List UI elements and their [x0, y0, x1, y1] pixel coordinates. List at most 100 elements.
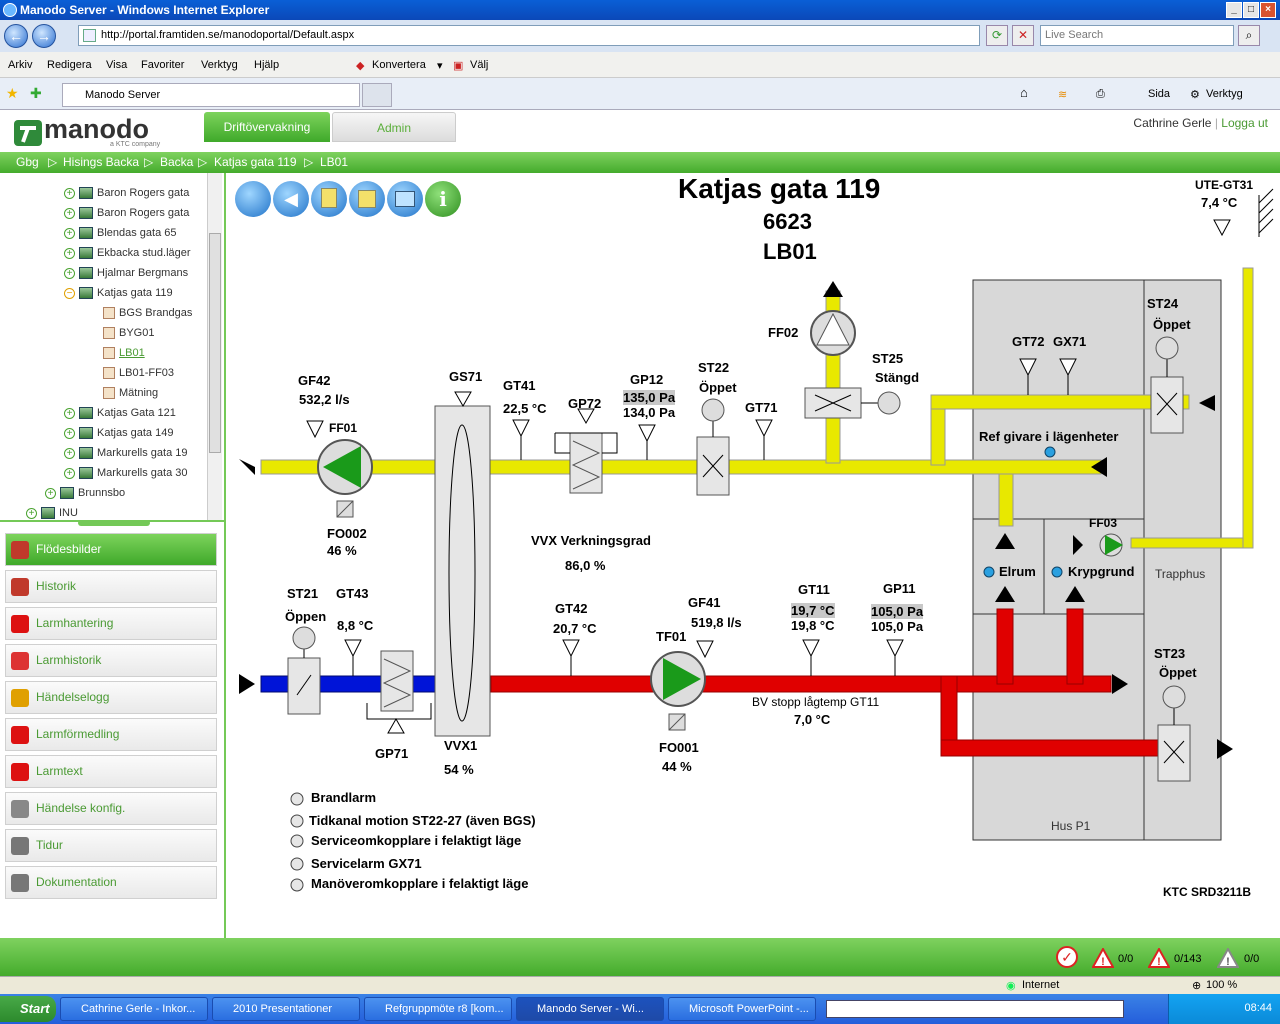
side-nav-tidur[interactable]: Tidur [5, 829, 217, 862]
search-icon[interactable]: ⌕ [1238, 25, 1260, 46]
favorites-star-icon[interactable]: ★ [6, 85, 19, 101]
side-nav-h-ndelselogg[interactable]: Händelselogg [5, 681, 217, 714]
home-icon[interactable]: ⌂ [1020, 85, 1028, 100]
notes-icon[interactable] [349, 181, 385, 217]
side-nav-fl-desbilder[interactable]: Flödesbilder [5, 533, 217, 566]
alarm-a-icon[interactable]: ! [1092, 948, 1114, 968]
breadcrumb-hisings-backa[interactable]: Hisings Backa [63, 155, 140, 169]
breadcrumb-gbg[interactable]: Gbg [16, 155, 39, 169]
expand-icon[interactable]: + [64, 187, 75, 199]
nav-admin[interactable]: Admin [332, 112, 456, 142]
menu-visa[interactable]: Visa [106, 59, 128, 71]
minimize-button[interactable]: _ [1226, 2, 1242, 18]
expand-icon[interactable]: + [64, 247, 75, 259]
valj-button[interactable]: Välj [470, 59, 489, 71]
new-tab-button[interactable] [362, 83, 392, 107]
alarm-c-icon[interactable]: ! [1217, 948, 1239, 968]
expand-icon[interactable]: + [64, 467, 75, 479]
side-nav-dokumentation[interactable]: Dokumentation [5, 866, 217, 899]
tree-item[interactable]: +Baron Rogers gata [64, 185, 189, 201]
close-button[interactable]: × [1260, 2, 1276, 18]
gp11-setpoint[interactable]: 105,0 Pa [871, 604, 924, 619]
verktyg-menu[interactable]: Verktyg [1206, 88, 1243, 100]
side-nav-h-ndelse-konfig-[interactable]: Händelse konfig. [5, 792, 217, 825]
chevron-down-icon[interactable]: ▾ [437, 60, 443, 72]
tree-item[interactable]: LB01 [103, 345, 145, 361]
browser-tab-manodo[interactable]: Manodo Server [62, 83, 360, 107]
search-input[interactable]: Live Search [1040, 25, 1234, 46]
zoom-level[interactable]: 100 % [1206, 979, 1238, 991]
task-powerpoint[interactable]: Microsoft PowerPoint -... [668, 997, 816, 1021]
sidebar-splitter[interactable] [224, 173, 231, 938]
side-nav-larmhistorik[interactable]: Larmhistorik [5, 644, 217, 677]
menu-redigera[interactable]: Redigera [47, 59, 92, 71]
tree-item[interactable]: BYG01 [103, 325, 154, 341]
menu-arkiv[interactable]: Arkiv [8, 59, 33, 71]
alarm-b-icon[interactable]: ! [1148, 948, 1170, 968]
expand-icon[interactable]: + [64, 227, 75, 239]
menu-hjalp[interactable]: Hjälp [254, 59, 280, 71]
gp12-setpoint[interactable]: 135,0 Pa [623, 390, 676, 405]
side-nav-larmtext[interactable]: Larmtext [5, 755, 217, 788]
tree-item[interactable]: LB01-FF03 [103, 365, 174, 381]
task-manodo-server[interactable]: Manodo Server - Wi... [516, 997, 664, 1021]
tree-item[interactable]: +Blendas gata 65 [64, 225, 177, 241]
tree-splitter[interactable] [0, 520, 224, 530]
konvertera-button[interactable]: Konvertera [372, 59, 426, 71]
tree-item[interactable]: +Hjalmar Bergmans [64, 265, 188, 281]
menu-favoriter[interactable]: Favoriter [141, 59, 185, 71]
expand-icon[interactable]: + [26, 507, 37, 519]
acknowledge-icon[interactable]: ✓ [1056, 946, 1078, 968]
logout-link[interactable]: Logga ut [1221, 116, 1268, 130]
expand-icon[interactable]: + [45, 487, 56, 499]
task-refgruppmote[interactable]: Refgruppmöte r8 [kom... [364, 997, 512, 1021]
breadcrumb-katjas-gata[interactable]: Katjas gata 119 [214, 155, 297, 169]
expand-icon[interactable]: + [64, 447, 75, 459]
add-favorite-icon[interactable]: ✚ [30, 85, 42, 101]
tree-item[interactable]: +Katjas gata 149 [64, 425, 173, 441]
breadcrumb-lb01[interactable]: LB01 [320, 155, 349, 169]
task-cathrine-gerle[interactable]: Cathrine Gerle - Inkor... [60, 997, 208, 1021]
stop-button[interactable]: ✕ [1012, 25, 1034, 46]
tree-item[interactable]: +Markurells gata 19 [64, 445, 188, 461]
expand-icon[interactable]: + [64, 267, 75, 279]
back-button[interactable]: ← [4, 24, 28, 48]
expand-icon[interactable]: + [64, 407, 75, 419]
back-arrow-icon[interactable]: ◀ [273, 181, 309, 217]
sida-menu[interactable]: Sida [1148, 88, 1171, 100]
tree-item[interactable]: −Katjas gata 119 [64, 285, 173, 301]
tree-item[interactable]: +Ekbacka stud.läger [64, 245, 191, 261]
start-button[interactable]: Start [0, 996, 56, 1022]
edit-note-icon[interactable] [311, 181, 347, 217]
expand-icon[interactable]: + [64, 207, 75, 219]
tree-item[interactable]: Mätning [103, 385, 158, 401]
scrollbar-thumb[interactable] [209, 233, 221, 453]
expand-icon[interactable]: + [64, 427, 75, 439]
tree-item[interactable]: +Baron Rogers gata [64, 205, 189, 221]
print-icon[interactable]: ⎙ [1096, 88, 1105, 100]
tree-item[interactable]: +Katjas Gata 121 [64, 405, 176, 421]
collapse-icon[interactable]: − [64, 287, 75, 299]
breadcrumb-backa[interactable]: Backa [160, 155, 194, 169]
tree-item[interactable]: +Markurells gata 30 [64, 465, 188, 481]
refresh-button[interactable]: ⟳ [986, 25, 1008, 46]
info-icon[interactable]: i [425, 181, 461, 217]
gt11-setpoint[interactable]: 19,7 °C [791, 603, 835, 618]
tree-item[interactable]: +Brunnsbo [45, 485, 125, 501]
tree-item[interactable]: BGS Brandgas [103, 305, 192, 321]
tree-scrollbar[interactable] [207, 173, 222, 520]
home-icon[interactable] [235, 181, 271, 217]
side-nav-larmhantering[interactable]: Larmhantering [5, 607, 217, 640]
picture-icon[interactable] [387, 181, 423, 217]
nero-search-input[interactable] [826, 1000, 1124, 1018]
menu-verktyg[interactable]: Verktyg [201, 59, 238, 71]
feeds-icon[interactable]: ≋ [1058, 89, 1068, 101]
tree-item[interactable]: +INU [26, 505, 78, 520]
address-bar[interactable]: http://portal.framtiden.se/manodoportal/… [78, 25, 980, 46]
nav-driftovervakning[interactable]: Driftövervakning [204, 112, 330, 142]
side-nav-larmf-rmedling[interactable]: Larmförmedling [5, 718, 217, 751]
side-nav-historik[interactable]: Historik [5, 570, 217, 603]
task-2010-presentationer[interactable]: 2010 Presentationer [212, 997, 360, 1021]
forward-button[interactable]: → [32, 24, 56, 48]
maximize-button[interactable]: □ [1243, 2, 1259, 18]
